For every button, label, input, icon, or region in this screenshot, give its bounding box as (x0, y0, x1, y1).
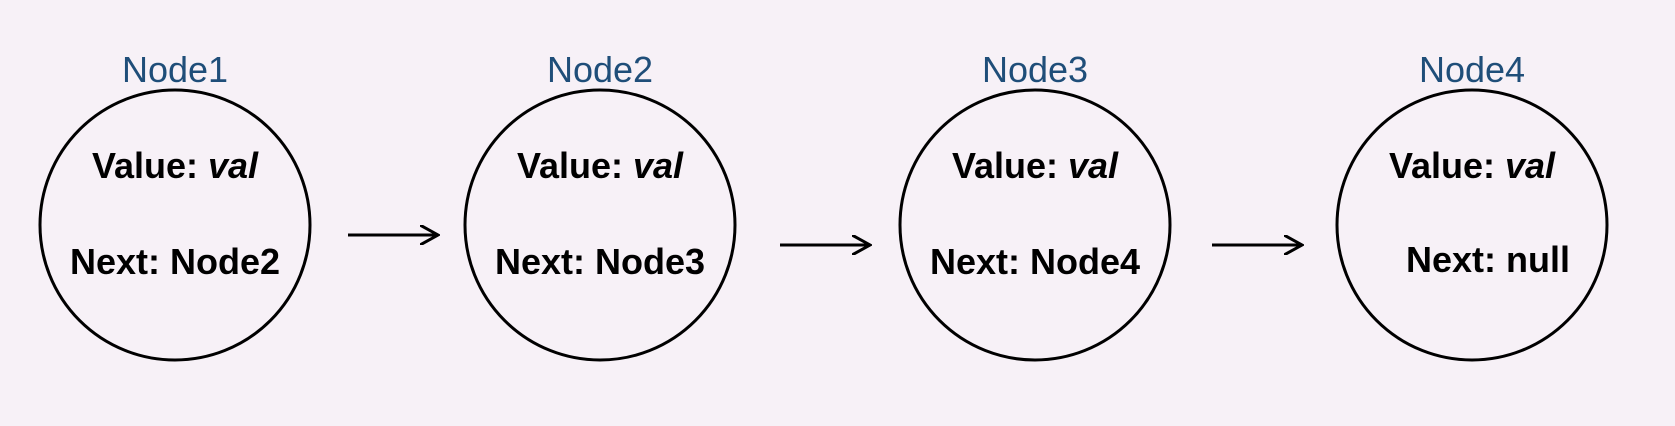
node-value-line-node2: Value: val (450, 146, 750, 186)
node-next-line-node2: Next: Node3 (450, 242, 750, 282)
node-value-label: Value: (516, 145, 623, 186)
node-value-line-node3: Value: val (885, 146, 1185, 186)
node-next-line-node1: Next: Node2 (25, 242, 325, 282)
node-next-line-node4: Next: null (1338, 240, 1638, 280)
node-next: null (1506, 239, 1571, 280)
node-value-label: Value: (91, 145, 198, 186)
node-next: Node4 (1030, 241, 1141, 282)
node-value-label: Value: (951, 145, 1058, 186)
node-value-line-node4: Value: val (1322, 146, 1622, 186)
node-value: val (1505, 145, 1556, 186)
node-next-line-node3: Next: Node4 (885, 242, 1185, 282)
node-next: Node3 (595, 241, 706, 282)
node-next-label: Next: (494, 241, 585, 282)
node-next: Node2 (170, 241, 281, 282)
node-circle-node3 (898, 88, 1172, 362)
node-title-node3: Node3 (981, 49, 1089, 90)
node-circle-node1 (38, 88, 312, 362)
node-title-node4: Node4 (1418, 49, 1526, 90)
node-next-label: Next: (1405, 239, 1497, 280)
node-value: val (208, 145, 259, 186)
node-value-line-node1: Value: val (25, 146, 325, 186)
node-title-node2: Node2 (546, 49, 654, 90)
node-value-label: Value: (1388, 145, 1495, 186)
node-circle-node4 (1335, 88, 1609, 362)
node-value: val (1068, 145, 1119, 186)
node-value: val (633, 145, 684, 186)
node-title-node1: Node1 (121, 49, 229, 90)
node-next-label: Next: (69, 241, 160, 282)
node-next-label: Next: (929, 241, 1020, 282)
node-circle-node2 (463, 88, 737, 362)
